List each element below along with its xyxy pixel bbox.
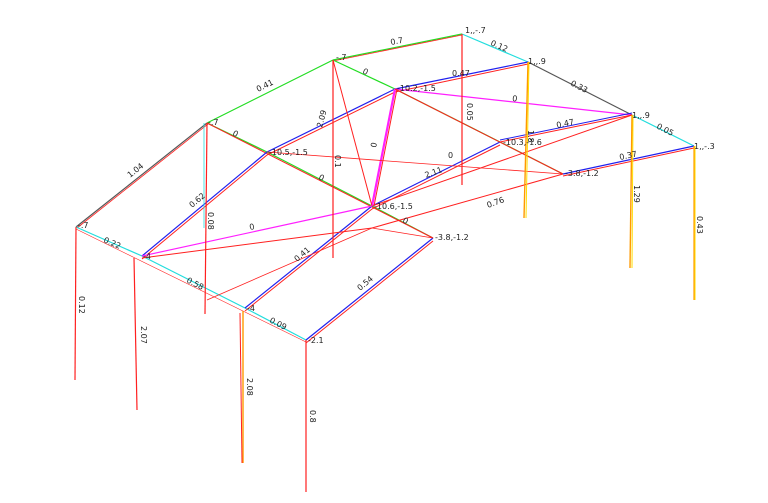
node-label: 1,,-.7 [465, 26, 486, 35]
member-r1b [461, 33, 529, 63]
node-label: -2.1 [308, 336, 324, 345]
member-label: 1.8 [526, 130, 535, 143]
column-label: 0.8 [308, 410, 317, 423]
member-label: 0 [401, 216, 410, 226]
column-label: 1.29 [632, 185, 641, 203]
member-label: 0.1 [333, 155, 342, 168]
member-r3-blue-a [266, 88, 396, 153]
column-label: 0.43 [695, 216, 704, 234]
member-r2b [332, 59, 396, 90]
member-d13-red [305, 240, 434, 344]
member-label: 2.09 [315, 109, 328, 129]
member-label: 0.22 [102, 236, 122, 251]
column-label: 2.07 [139, 326, 148, 344]
member-label: 0.76 [486, 195, 506, 210]
member-r2a [206, 59, 334, 124]
member-r3-blue-b [371, 141, 501, 207]
member-label: 0.09 [268, 316, 288, 332]
member-r3-red-a [266, 91, 396, 156]
node-label: -10.5,-1.5 [269, 148, 308, 157]
member-d14-red [141, 154, 268, 260]
member-label: 1.04 [126, 162, 146, 180]
column-n2 [523, 61, 529, 219]
member-label: 0.41 [293, 245, 312, 263]
member-label: 0 [249, 222, 256, 232]
node-label: -.7 [208, 118, 219, 127]
member-label: 0.47 [452, 69, 470, 78]
column-n3 [629, 114, 633, 269]
column-label: 0.12 [77, 296, 86, 314]
node-label: -10.6,-1.5 [374, 202, 413, 211]
member-label: 0.05 [655, 122, 675, 138]
member-label: 0.41 [255, 78, 275, 94]
member-label: 0 [448, 151, 453, 160]
member-d1b [373, 88, 398, 207]
member-r4a [75, 226, 143, 257]
member-d14 [141, 151, 268, 257]
member-d-red-front [141, 227, 373, 259]
column-n14 [133, 257, 138, 411]
node-label: 1,,-.3 [694, 142, 715, 151]
member-label: 0.58 [185, 276, 205, 292]
member-label: 0.33 [569, 79, 589, 95]
member-label: 0.7 [390, 36, 404, 47]
member-label: 0.05 [465, 103, 474, 121]
column-n13 [74, 226, 77, 381]
member-r3d [562, 145, 695, 175]
member-r2-red2 [499, 114, 633, 143]
node-label: -.7 [78, 221, 89, 230]
node-label: 1,,.9 [632, 111, 650, 120]
member-d-mag [141, 205, 373, 257]
member-r3d-red [562, 147, 695, 177]
member-r1a [332, 33, 463, 61]
member-label: 0 [231, 129, 240, 139]
node-label: -10.2,-1.5 [397, 84, 436, 93]
member-r3a [75, 122, 208, 228]
node-label: -3.8,-1.2 [435, 233, 469, 242]
column-n3b [631, 114, 634, 269]
member-d-red-front3 [206, 227, 373, 301]
node-label: -.7 [336, 53, 347, 62]
member-label: 0 [361, 67, 369, 77]
node-label: -3.8,-1.2 [565, 169, 599, 178]
member-d-ridge-rb [394, 88, 564, 175]
member-d-rr2 [266, 151, 564, 175]
member-d-ridge-lb [332, 59, 373, 207]
node-label: -10.3,-1.6 [503, 138, 542, 147]
member-r3a-overlay [76, 123, 209, 229]
member-label: 0.47 [556, 117, 575, 130]
node-label: -4 [247, 304, 255, 313]
member-d-rr [206, 122, 434, 239]
member-d12-red [244, 208, 373, 312]
column-n15b [239, 312, 243, 464]
member-r4b [141, 255, 246, 309]
member-d1 [370, 88, 397, 207]
member-r2-magenta [394, 88, 633, 116]
column-n9 [204, 122, 208, 315]
member-d-red-front2 [371, 173, 564, 229]
member-label: 0 [317, 173, 326, 183]
member-r3b-ext [266, 151, 373, 207]
member-r4c [244, 307, 307, 341]
member-label: 0.08 [206, 212, 215, 230]
member-label: 0.12 [489, 39, 509, 54]
column-label: 2.08 [245, 378, 254, 396]
member-label: 0.37 [619, 149, 638, 162]
member-r3c [371, 114, 633, 207]
node-label: 1,,.9 [528, 57, 546, 66]
member-label: 0 [369, 142, 379, 149]
member-r1d [631, 114, 695, 147]
column-n2b [525, 61, 530, 219]
member-r4-red [75, 228, 307, 343]
member-r1c [527, 61, 633, 116]
member-d12 [244, 205, 373, 309]
member-d13 [305, 237, 434, 341]
member-label: 0 [512, 94, 518, 103]
member-d-red-mid [371, 227, 434, 239]
member-r1a-overlay [332, 34, 463, 62]
member-r2c [499, 112, 633, 141]
node-label: -4 [143, 252, 151, 261]
